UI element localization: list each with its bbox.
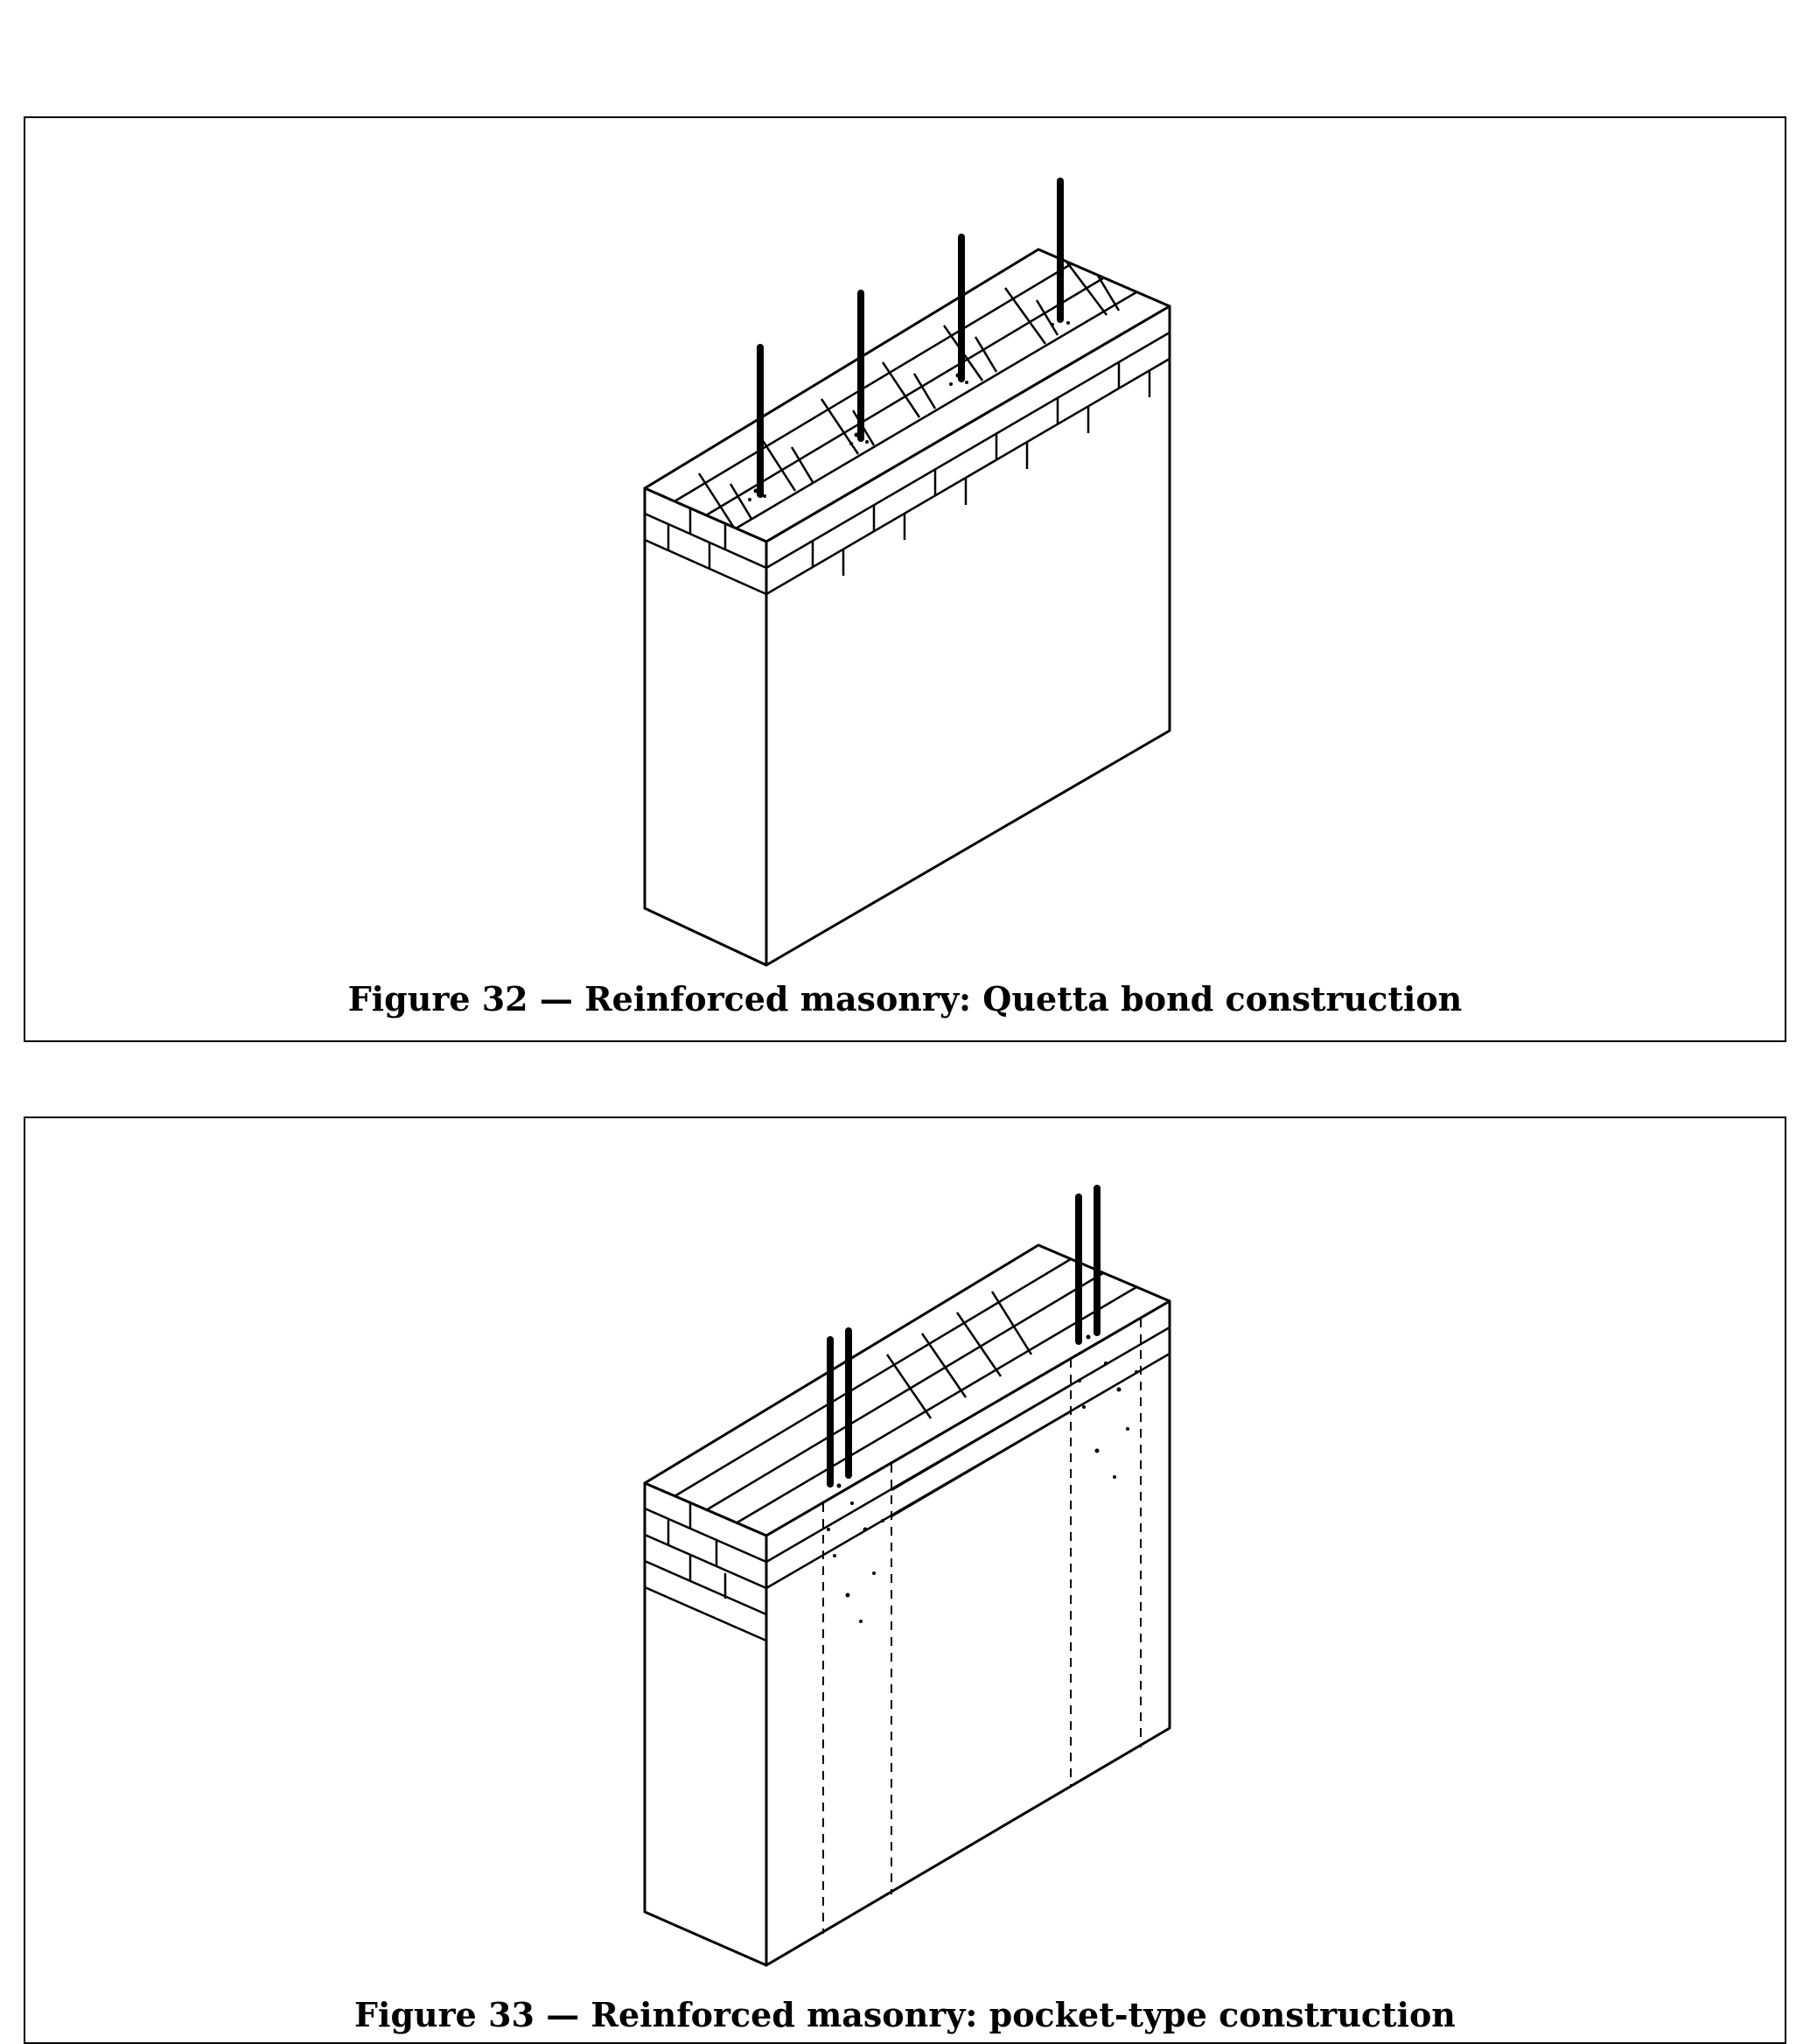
wall-illustration-pocket [643, 1185, 1171, 1967]
wall-front-face [643, 1481, 768, 1967]
wall-illustration-quetta [643, 178, 1171, 967]
wall-side-face [765, 304, 1171, 967]
figure-32-frame: Figure 32 — Reinforced masonry: Quetta b… [24, 116, 1786, 1042]
figure-33-frame: Figure 33 — Reinforced masonry: pocket-t… [24, 1116, 1786, 2044]
figure-caption: Figure 33 — Reinforced masonry: pocket-t… [354, 1995, 1456, 2034]
wall-side-face [765, 1299, 1171, 1967]
figure-caption: Figure 32 — Reinforced masonry: Quetta b… [347, 979, 1463, 1018]
